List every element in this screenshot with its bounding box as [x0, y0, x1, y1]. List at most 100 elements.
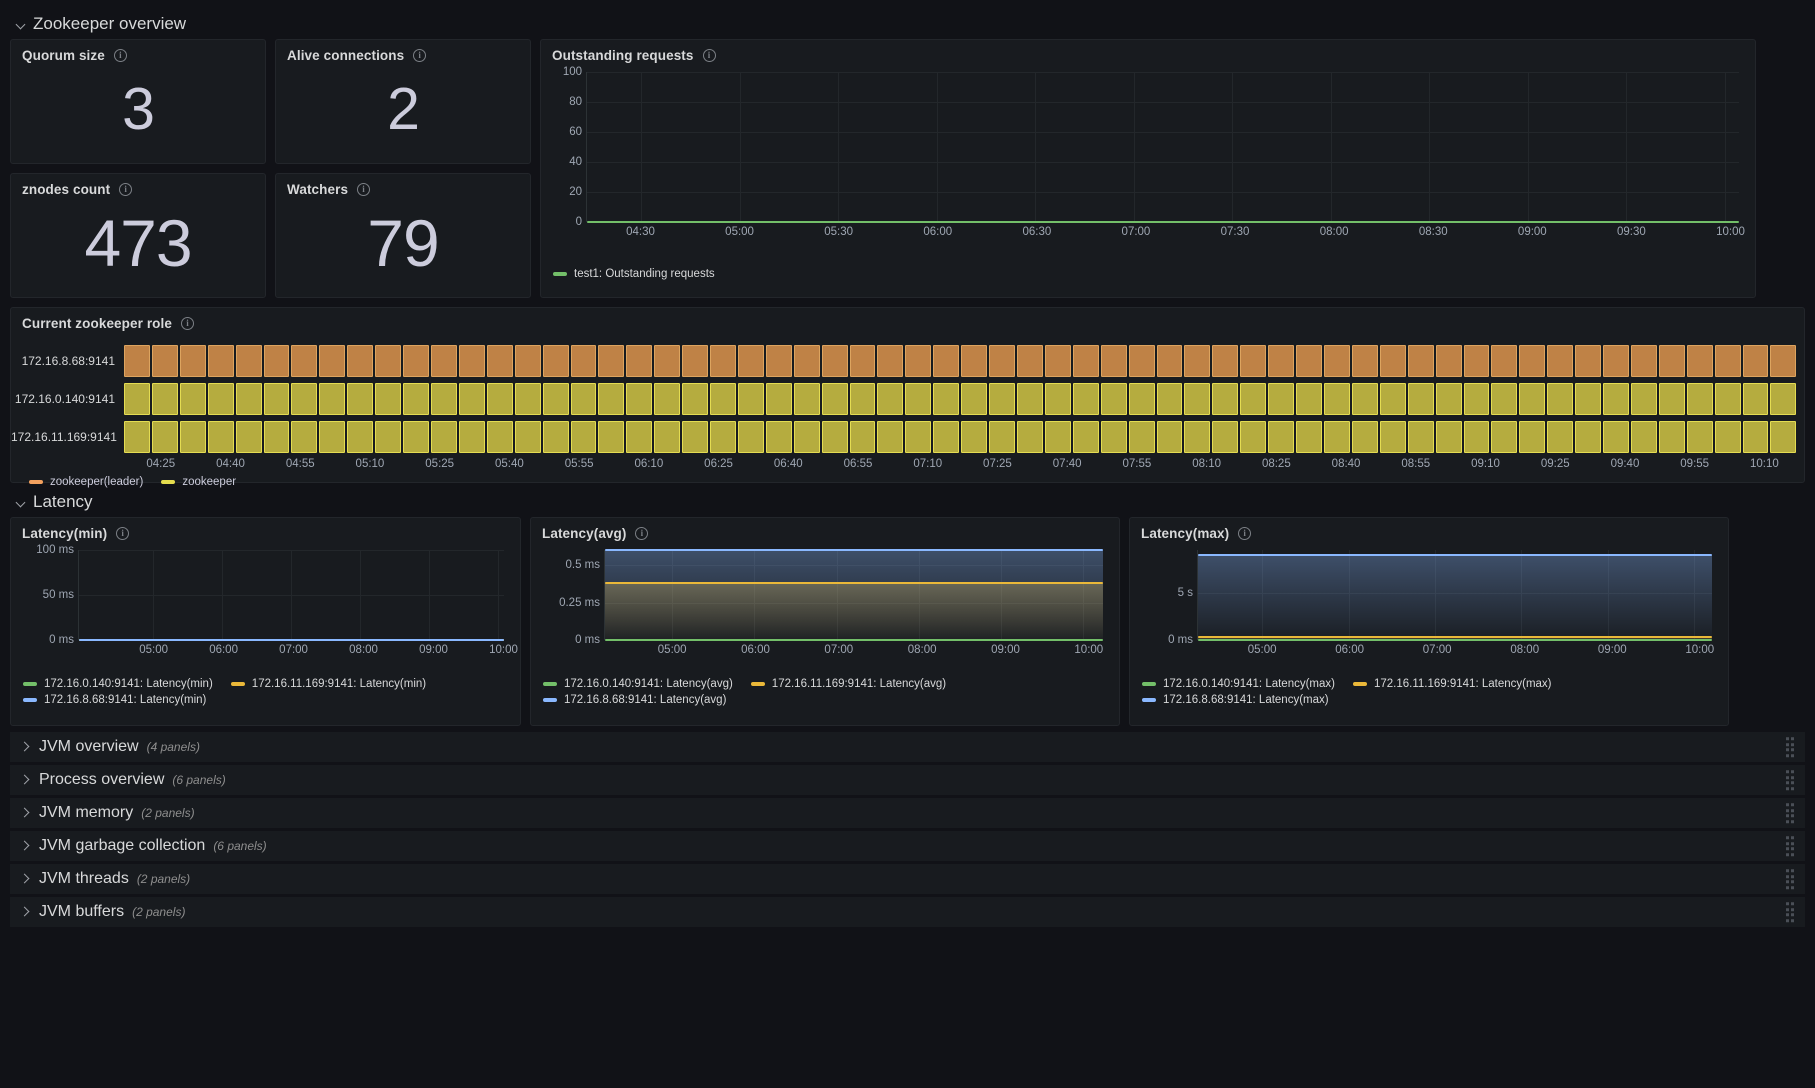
timeline-segment[interactable] — [905, 382, 932, 415]
timeline-segment[interactable] — [933, 344, 960, 377]
timeline-segment[interactable] — [1323, 420, 1350, 453]
timeline-segment[interactable] — [598, 344, 625, 377]
timeline-segment[interactable] — [542, 382, 569, 415]
timeline-segment[interactable] — [458, 382, 485, 415]
timeline-segment[interactable] — [1463, 420, 1490, 453]
timeline-segment[interactable] — [1212, 420, 1239, 453]
timeline-segment[interactable] — [654, 382, 681, 415]
timeline-segment[interactable] — [458, 420, 485, 453]
timeline-segment[interactable] — [570, 344, 597, 377]
timeline-segment[interactable] — [1296, 420, 1322, 453]
legend-item[interactable]: zookeeper — [161, 476, 236, 488]
row-header-latency[interactable]: Latency — [10, 487, 1805, 517]
info-icon[interactable]: i — [113, 49, 127, 62]
timeline-segment[interactable] — [1630, 420, 1657, 453]
timeline-segment[interactable] — [961, 382, 988, 415]
timeline-segment[interactable] — [263, 344, 290, 377]
timeline-segment[interactable] — [1379, 420, 1406, 453]
timeline-segment[interactable] — [1603, 344, 1629, 377]
timeline-segment[interactable] — [1519, 420, 1546, 453]
legend-item[interactable]: 172.16.8.68:9141: Latency(min) — [23, 694, 206, 706]
info-icon[interactable]: i — [413, 49, 427, 62]
timeline-segment[interactable] — [1407, 420, 1434, 453]
timeline-segment[interactable] — [1714, 382, 1741, 415]
timeline-segment[interactable] — [989, 344, 1015, 377]
legend-item[interactable]: 172.16.11.169:9141: Latency(max) — [1352, 678, 1552, 690]
timeline-segment[interactable] — [403, 382, 429, 415]
timeline-segment[interactable] — [1603, 420, 1629, 453]
timeline-segment[interactable] — [124, 344, 150, 377]
timeline-segment[interactable] — [514, 344, 541, 377]
timeline-segment[interactable] — [682, 420, 709, 453]
panel-current-zookeeper-role[interactable]: Current zookeeper role i 172.16.8.68:914… — [10, 307, 1805, 488]
panel-quorum-size[interactable]: Quorum size i 3 — [10, 39, 266, 164]
timeline-segment[interactable] — [151, 344, 178, 377]
timeline-segment[interactable] — [1547, 420, 1574, 453]
timeline-segment[interactable] — [877, 382, 904, 415]
timeline-segment[interactable] — [905, 420, 932, 453]
info-icon[interactable]: i — [116, 527, 130, 540]
timeline-segment[interactable] — [1323, 382, 1350, 415]
timeline-segment[interactable] — [124, 382, 150, 415]
legend-item[interactable]: 172.16.11.169:9141: Latency(min) — [230, 678, 426, 690]
timeline-segment[interactable] — [1240, 344, 1267, 377]
timeline-segment[interactable] — [430, 344, 457, 377]
timeline-segment[interactable] — [1268, 420, 1295, 453]
timeline-segment[interactable] — [1240, 420, 1267, 453]
timeline-segment[interactable] — [765, 382, 792, 415]
timeline-segment[interactable] — [1686, 382, 1713, 415]
timeline-segment[interactable] — [1435, 382, 1462, 415]
timeline-segment[interactable] — [263, 382, 290, 415]
timeline-segment[interactable] — [1407, 382, 1434, 415]
timeline-segment[interactable] — [207, 382, 234, 415]
drag-handle-icon[interactable] — [1785, 836, 1794, 856]
timeline-segment[interactable] — [1742, 420, 1769, 453]
timeline-segment[interactable] — [1212, 382, 1239, 415]
timeline-segment[interactable] — [1100, 344, 1127, 377]
timeline-segment[interactable] — [821, 344, 848, 377]
collapsed-row-jvm-buffers[interactable]: JVM buffers(2 panels) — [10, 897, 1805, 927]
timeline-segment[interactable] — [1100, 420, 1127, 453]
timeline-segment[interactable] — [1017, 344, 1043, 377]
timeline-segment[interactable] — [989, 420, 1015, 453]
timeline-segment[interactable] — [877, 344, 904, 377]
info-icon[interactable]: i — [181, 317, 194, 330]
info-icon[interactable]: i — [119, 183, 133, 196]
collapsed-row-jvm-threads[interactable]: JVM threads(2 panels) — [10, 864, 1805, 894]
timeline-segment[interactable] — [1463, 382, 1490, 415]
timeline-segment[interactable] — [598, 420, 625, 453]
timeline-segment[interactable] — [1658, 420, 1685, 453]
timeline-segment[interactable] — [1519, 382, 1546, 415]
timeline-segment[interactable] — [1044, 344, 1071, 377]
legend-item[interactable]: 172.16.0.140:9141: Latency(max) — [1142, 678, 1335, 690]
timeline-segment[interactable] — [235, 420, 262, 453]
timeline-segment[interactable] — [765, 420, 792, 453]
timeline-segment[interactable] — [1742, 344, 1769, 377]
legend-item[interactable]: 172.16.8.68:9141: Latency(max) — [1142, 694, 1329, 706]
timeline-segment[interactable] — [1044, 420, 1071, 453]
timeline-segment[interactable] — [989, 382, 1015, 415]
timeline-segment[interactable] — [1714, 420, 1741, 453]
collapsed-row-jvm-garbage-collection[interactable]: JVM garbage collection(6 panels) — [10, 831, 1805, 861]
timeline-segment[interactable] — [291, 420, 318, 453]
timeline-segment[interactable] — [821, 382, 848, 415]
timeline-segment[interactable] — [877, 420, 904, 453]
timeline-segment[interactable] — [1686, 420, 1713, 453]
timeline-segment[interactable] — [626, 382, 653, 415]
timeline-segment[interactable] — [291, 382, 318, 415]
timeline-segment[interactable] — [1407, 344, 1434, 377]
timeline-segment[interactable] — [1770, 344, 1796, 377]
timeline-segment[interactable] — [1044, 382, 1071, 415]
panel-alive-connections[interactable]: Alive connections i 2 — [275, 39, 531, 164]
timeline-segment[interactable] — [737, 382, 764, 415]
timeline-segment[interactable] — [1184, 344, 1211, 377]
timeline-segment[interactable] — [1435, 420, 1462, 453]
row-header-zookeeper-overview[interactable]: Zookeeper overview — [10, 9, 1805, 39]
timeline-segment[interactable] — [1463, 344, 1490, 377]
timeline-segment[interactable] — [403, 420, 429, 453]
timeline-segment[interactable] — [151, 382, 178, 415]
timeline-segment[interactable] — [1072, 382, 1099, 415]
timeline-segment[interactable] — [849, 420, 876, 453]
legend-item[interactable]: 172.16.8.68:9141: Latency(avg) — [543, 694, 726, 706]
